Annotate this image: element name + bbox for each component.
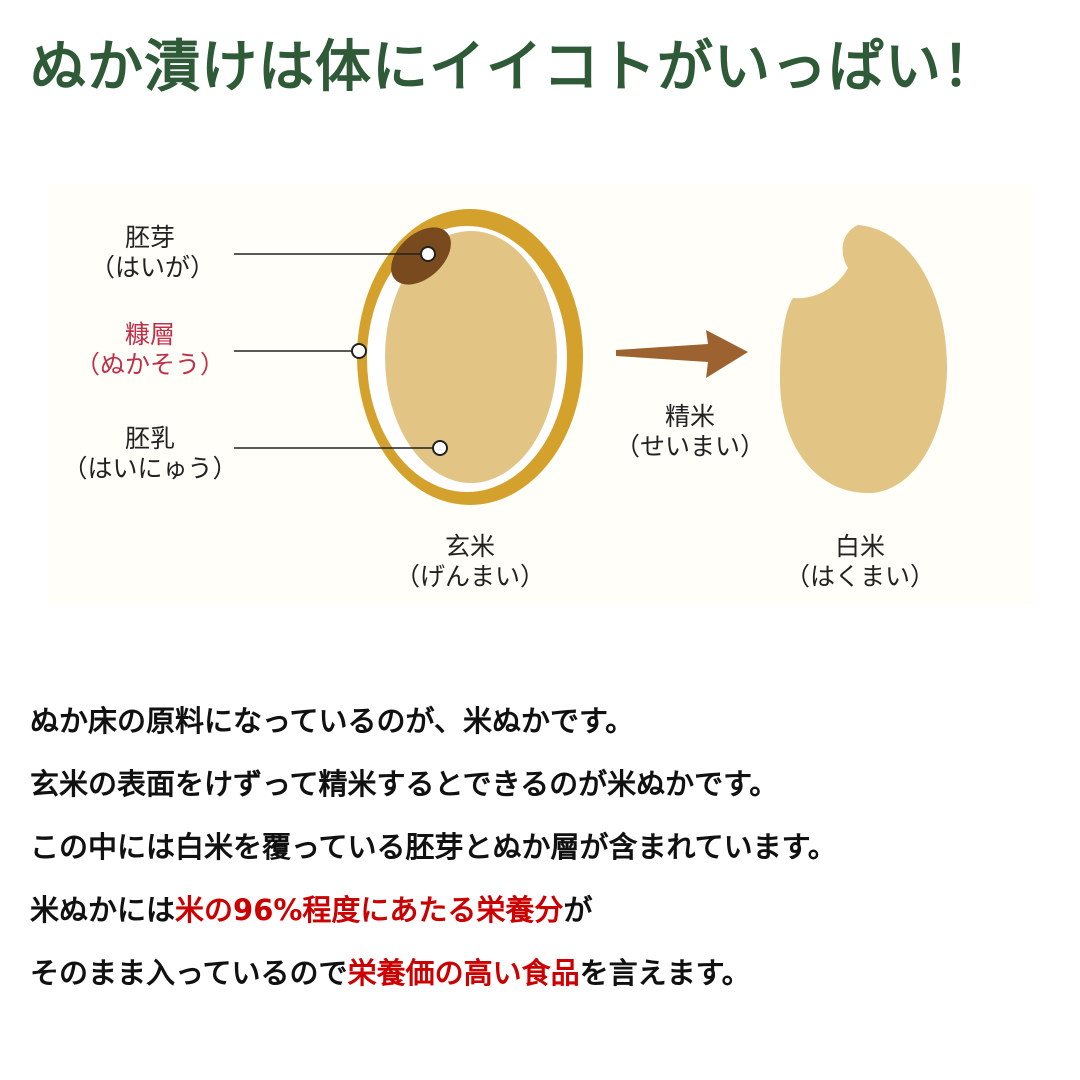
body-line-5-end: を言えます。 (579, 956, 751, 990)
endosperm-dot (432, 440, 448, 456)
white-rice-shape (780, 225, 948, 493)
body-line-4-start: 米ぬかには (30, 893, 176, 927)
page-title: ぬか漬けは体にイイコトがいっぱい！ (30, 35, 999, 100)
body-line-5-start: そのまま入っているので (30, 956, 348, 990)
body-line-5: そのまま入っているので栄養価の高い食品を言えます。 (30, 942, 1060, 1005)
body-line-3: この中には白米を覆っている胚芽とぬか層が含まれています。 (30, 830, 837, 864)
body-line-1: ぬか床の原料になっているのが、米ぬかです。 (30, 704, 635, 738)
body-line-2: 玄米の表面をけずって精米するとできるのが米ぬかです。 (30, 767, 779, 801)
germ-kanji: 胚芽 (124, 223, 175, 252)
germ-reading: （はいが） (90, 253, 216, 282)
body-line-5-highlight: 栄養価の高い食品 (347, 956, 580, 990)
arrow-icon (616, 330, 748, 378)
brown-rice-reading: （げんまい） (395, 562, 546, 591)
endosperm-kanji: 胚乳 (124, 424, 175, 453)
endosperm-shape (385, 231, 557, 483)
white-rice-label: 白米 （はくまい） (785, 532, 935, 592)
polishing-reading: （せいまい） (615, 432, 766, 461)
endosperm-reading: （はいにゅう） (62, 454, 238, 483)
germ-dot (420, 246, 436, 262)
white-rice-reading: （はくまい） (785, 562, 936, 591)
body-text: ぬか床の原料になっているのが、米ぬかです。 玄米の表面をけずって精米するとできる… (30, 690, 1060, 1005)
brown-rice-kanji: 玄米 (444, 532, 495, 561)
body-line-4-end: が (563, 893, 593, 927)
endosperm-label: 胚乳 （はいにゅう） (60, 424, 240, 484)
rice-diagram (234, 209, 948, 505)
polishing-label: 精米 （せいまい） (615, 402, 765, 462)
brown-rice-label: 玄米 （げんまい） (395, 532, 545, 592)
bran-label: 糠層 （ぬかそう） (75, 320, 225, 380)
bran-dot (351, 343, 367, 359)
bran-kanji: 糠層 (124, 320, 175, 349)
body-line-4: 米ぬかには米の96%程度にあたる栄養分が (30, 879, 1060, 942)
germ-label: 胚芽 （はいが） (90, 223, 216, 283)
polishing-kanji: 精米 (664, 402, 715, 431)
body-line-4-highlight: 米の96%程度にあたる栄養分 (175, 893, 564, 927)
white-rice-kanji: 白米 (834, 532, 885, 561)
bran-reading: （ぬかそう） (75, 350, 226, 379)
